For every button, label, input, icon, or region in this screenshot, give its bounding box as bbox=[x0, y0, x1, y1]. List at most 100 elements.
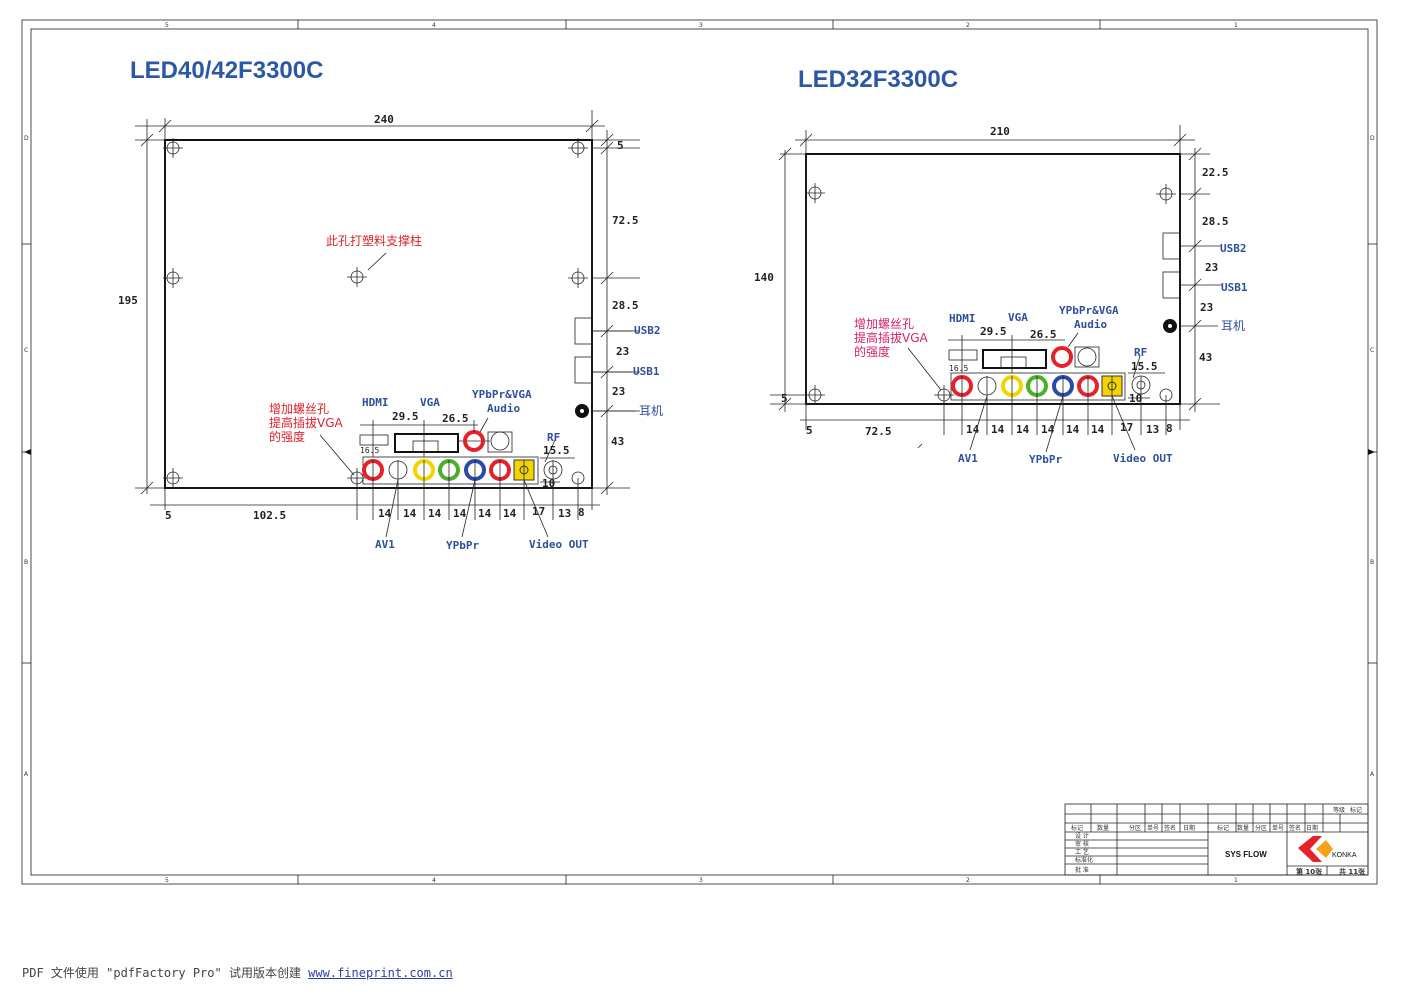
svg-text:工 艺: 工 艺 bbox=[1075, 848, 1089, 856]
svg-text:14: 14 bbox=[453, 507, 467, 520]
svg-text:耳机: 耳机 bbox=[639, 404, 663, 418]
svg-text:第 10张: 第 10张 bbox=[1296, 867, 1323, 876]
svg-text:72.5: 72.5 bbox=[865, 425, 892, 438]
svg-text:设 计: 设 计 bbox=[1075, 832, 1089, 840]
svg-text:14: 14 bbox=[403, 507, 417, 520]
svg-text:16.5: 16.5 bbox=[949, 364, 968, 373]
svg-text:28.5: 28.5 bbox=[1202, 215, 1229, 228]
left-usb1-port bbox=[574, 356, 593, 384]
svg-text:USB2: USB2 bbox=[1220, 242, 1247, 255]
svg-text:提高插拔VGA: 提高插拔VGA bbox=[269, 415, 344, 430]
left-mount-hole bbox=[568, 268, 588, 288]
svg-text:AV1: AV1 bbox=[958, 452, 978, 465]
svg-text:共 11张: 共 11张 bbox=[1339, 867, 1366, 876]
svg-text:8: 8 bbox=[1166, 422, 1173, 435]
svg-text:26.5: 26.5 bbox=[442, 412, 469, 425]
svg-text:单号: 单号 bbox=[1272, 824, 1284, 832]
svg-text:等级: 等级 bbox=[1333, 806, 1345, 814]
svg-text:210: 210 bbox=[990, 125, 1010, 138]
svg-text:3: 3 bbox=[699, 877, 703, 884]
svg-text:Audio: Audio bbox=[487, 402, 520, 415]
svg-text:17: 17 bbox=[1120, 421, 1133, 434]
right-board-outline bbox=[805, 153, 1181, 405]
svg-text:2: 2 bbox=[966, 22, 970, 29]
svg-text:5: 5 bbox=[617, 139, 624, 152]
brand-name: KONKA bbox=[1332, 852, 1357, 859]
left-drawing: 240 195 5 72.5 28.5 23 23 43 5 102.5 此孔打… bbox=[118, 110, 663, 552]
title-left: LED40/42F3300C bbox=[130, 57, 323, 84]
right-drawing: 210 140 22.5 28.5 23 23 43 5 5 72.5 增加螺丝… bbox=[754, 125, 1248, 466]
svg-text:72.5: 72.5 bbox=[612, 214, 639, 227]
left-usb2-port bbox=[574, 317, 593, 345]
svg-text:4: 4 bbox=[432, 877, 436, 884]
svg-text:标记: 标记 bbox=[1350, 806, 1362, 814]
svg-text:单号: 单号 bbox=[1147, 824, 1159, 832]
svg-text:2: 2 bbox=[966, 877, 970, 884]
left-board-outline bbox=[164, 139, 593, 489]
right-connector-panel bbox=[950, 372, 1126, 401]
svg-text:14: 14 bbox=[428, 507, 442, 520]
footer-link[interactable]: www.fineprint.com.cn bbox=[308, 966, 453, 980]
footer-text: PDF 文件使用 "pdfFactory Pro" 试用版本创建 bbox=[22, 966, 309, 980]
svg-text:195: 195 bbox=[118, 294, 138, 307]
svg-text:Video OUT: Video OUT bbox=[1113, 452, 1173, 465]
right-audio-red-jack bbox=[1051, 346, 1073, 368]
zone-labels: 5 4 3 2 1 5 4 3 2 1 D C B A D C B A bbox=[24, 22, 1375, 884]
left-mount-hole bbox=[568, 138, 588, 158]
svg-text:RF: RF bbox=[1134, 346, 1147, 359]
svg-text:23: 23 bbox=[1200, 301, 1213, 314]
svg-text:15.5: 15.5 bbox=[543, 444, 570, 457]
svg-text:8: 8 bbox=[578, 506, 585, 519]
right-usb2-port bbox=[1162, 232, 1181, 260]
svg-text:28.5: 28.5 bbox=[612, 299, 639, 312]
svg-text:5: 5 bbox=[165, 22, 169, 29]
svg-text:USB1: USB1 bbox=[633, 365, 660, 378]
svg-text:22.5: 22.5 bbox=[1202, 166, 1229, 179]
svg-text:Audio: Audio bbox=[1074, 318, 1107, 331]
svg-text:日期: 日期 bbox=[1306, 824, 1318, 832]
svg-text:14: 14 bbox=[1066, 423, 1080, 436]
svg-text:RF: RF bbox=[547, 431, 560, 444]
svg-text:日期: 日期 bbox=[1183, 824, 1195, 832]
svg-text:13: 13 bbox=[558, 507, 571, 520]
svg-text:分区: 分区 bbox=[1129, 824, 1141, 832]
svg-text:A: A bbox=[1370, 771, 1375, 778]
svg-text:标准化: 标准化 bbox=[1075, 856, 1093, 864]
center-arrow-right-icon bbox=[1368, 449, 1375, 455]
svg-text:AV1: AV1 bbox=[375, 538, 395, 551]
svg-text:240: 240 bbox=[374, 113, 394, 126]
svg-text:数量: 数量 bbox=[1237, 824, 1249, 832]
svg-text:提高插拔VGA: 提高插拔VGA bbox=[854, 330, 929, 345]
svg-text:3: 3 bbox=[699, 22, 703, 29]
svg-text:17: 17 bbox=[532, 505, 545, 518]
svg-text:D: D bbox=[1370, 135, 1375, 142]
svg-text:的强度: 的强度 bbox=[269, 429, 305, 444]
pdf-footer: PDF 文件使用 "pdfFactory Pro" 试用版本创建 www.fin… bbox=[22, 964, 453, 981]
svg-text:14: 14 bbox=[1041, 423, 1055, 436]
doc-name: SYS FLOW bbox=[1225, 850, 1267, 859]
svg-text:102.5: 102.5 bbox=[253, 509, 286, 522]
right-vga-port bbox=[982, 349, 1047, 369]
left-hdmi-port bbox=[359, 434, 389, 446]
svg-text:B: B bbox=[24, 559, 28, 566]
left-mount-hole bbox=[163, 468, 183, 488]
svg-text:审 核: 审 核 bbox=[1075, 840, 1089, 848]
svg-text:HDMI: HDMI bbox=[949, 312, 976, 325]
svg-text:14: 14 bbox=[503, 507, 517, 520]
left-vga-port bbox=[394, 433, 459, 453]
svg-text:23: 23 bbox=[1205, 261, 1218, 274]
title-block: 等级 标记 标记 数量 分区 单号 签名 日期 标记 数量 分区 单号 签名 日… bbox=[1064, 803, 1369, 876]
svg-text:YPbPr&VGA: YPbPr&VGA bbox=[1059, 304, 1119, 317]
svg-text:标记: 标记 bbox=[1071, 824, 1083, 832]
svg-text:26.5: 26.5 bbox=[1030, 328, 1057, 341]
svg-text:Video OUT: Video OUT bbox=[529, 538, 589, 551]
svg-text:140: 140 bbox=[754, 271, 774, 284]
svg-text:5: 5 bbox=[165, 509, 172, 522]
svg-text:C: C bbox=[1370, 347, 1374, 354]
svg-text:29.5: 29.5 bbox=[980, 325, 1007, 338]
svg-text:43: 43 bbox=[611, 435, 624, 448]
svg-text:43: 43 bbox=[1199, 351, 1212, 364]
right-mount-hole bbox=[805, 183, 825, 203]
svg-text:增加螺丝孔: 增加螺丝孔 bbox=[269, 402, 329, 416]
